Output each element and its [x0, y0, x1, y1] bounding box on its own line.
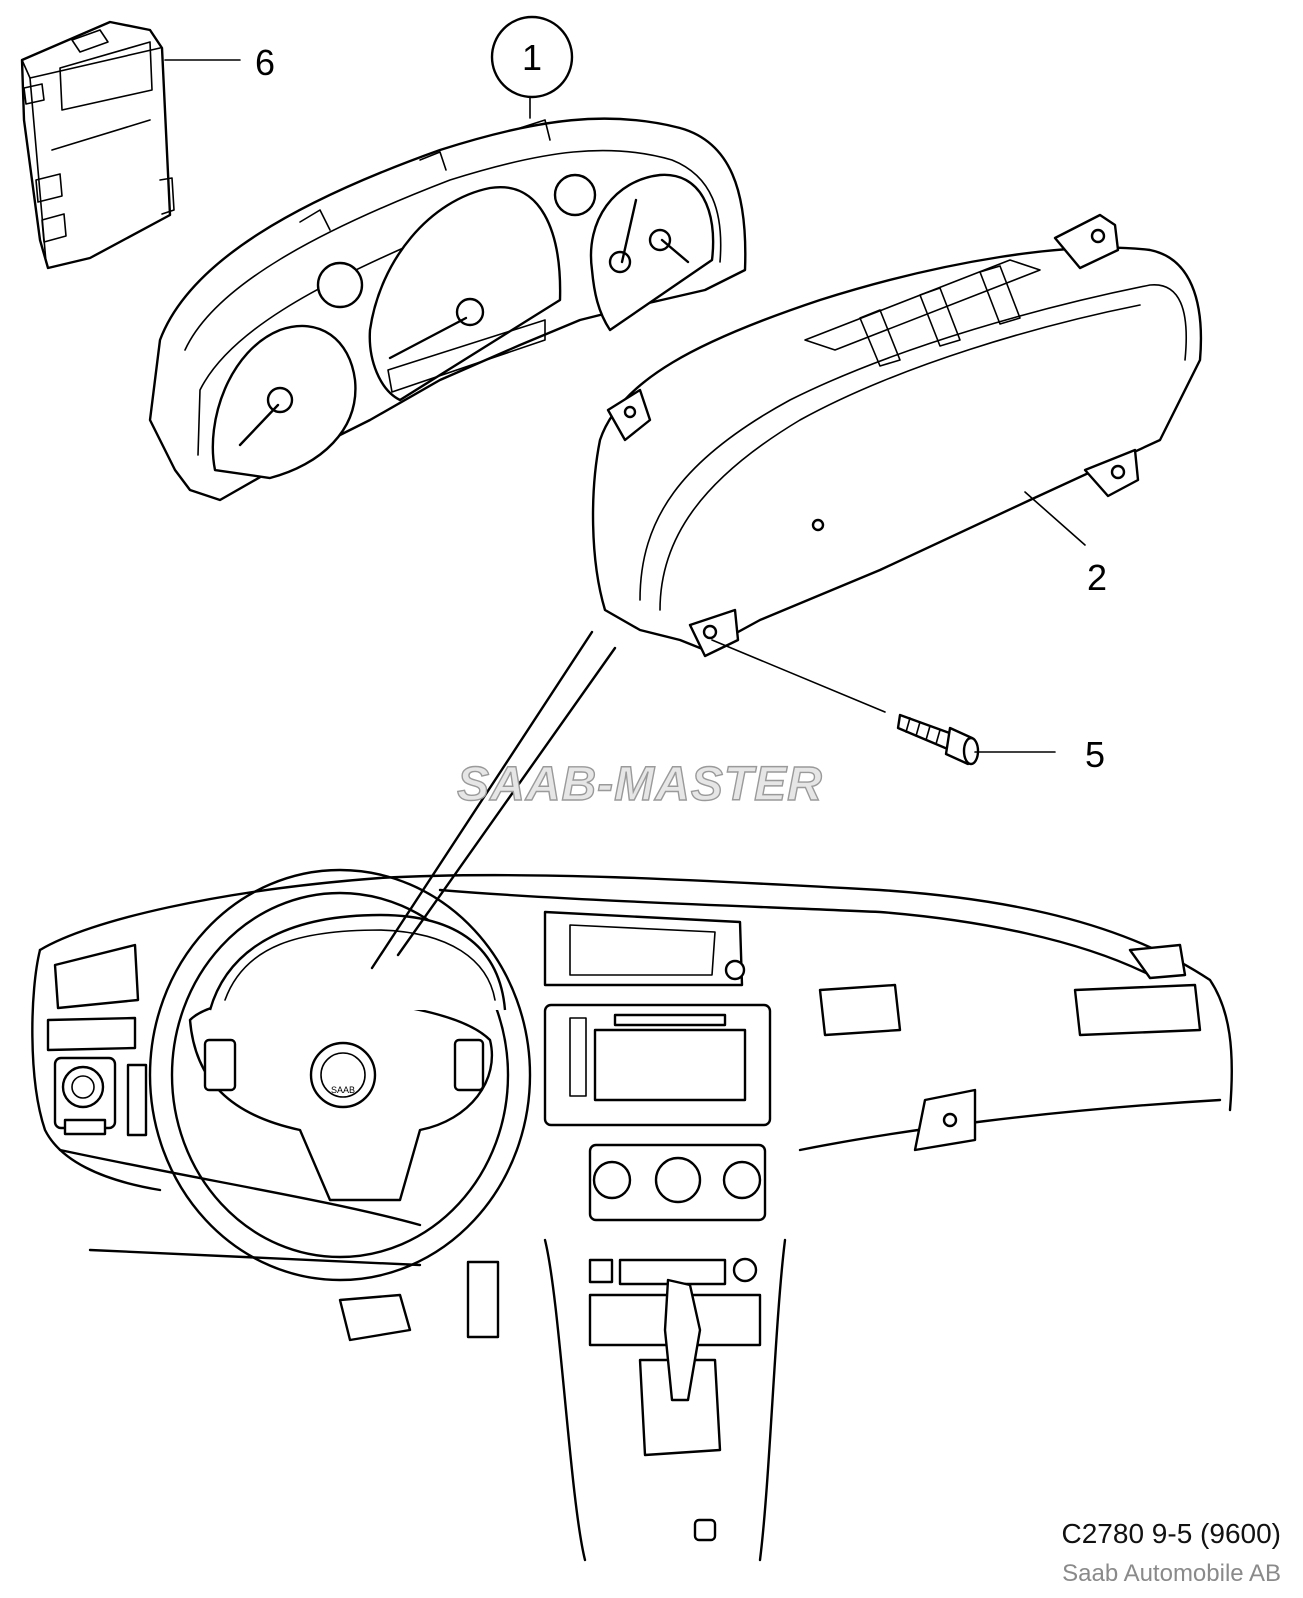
- callout-1-circle: [490, 15, 574, 99]
- diagram-reference: C2780 9-5 (9600): [1061, 1518, 1281, 1549]
- callout-1: 1: [522, 37, 542, 78]
- dashboard-overview: SAAB: [31, 868, 1233, 1562]
- callout-5: 5: [1085, 734, 1105, 775]
- copyright-text: Saab Automobile AB: [1062, 1560, 1281, 1587]
- saab-badge-text: SAAB: [331, 1085, 355, 1095]
- callout-labels: 1 6 2 5: [255, 15, 1107, 775]
- part-5-screw: [896, 713, 980, 766]
- part-1-instrument-cluster: [148, 117, 747, 502]
- leader-lines: [164, 59, 1086, 970]
- part-6-control-module: [20, 20, 175, 270]
- callout-6: 6: [255, 42, 275, 83]
- callout-2: 2: [1087, 557, 1107, 598]
- part-2-cluster-housing: [591, 213, 1203, 658]
- watermark-text: SAAB-MASTER: [457, 758, 823, 811]
